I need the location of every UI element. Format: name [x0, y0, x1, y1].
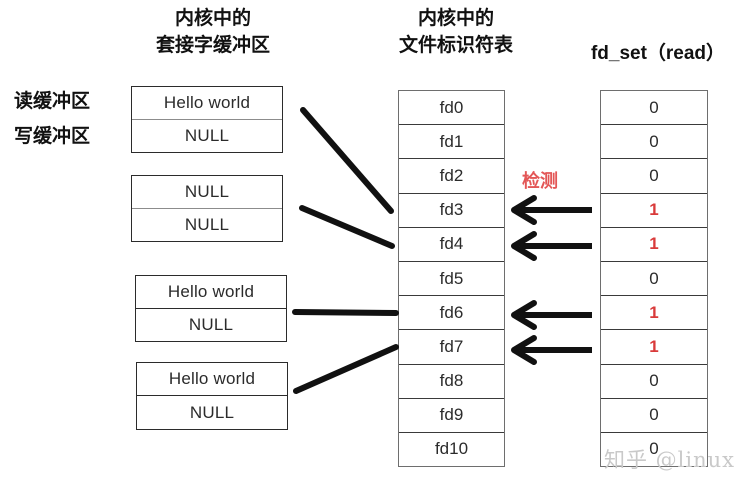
fd-table-row: fd4 [399, 228, 504, 262]
socket-buffer-read-cell: Hello world [136, 276, 286, 309]
arrow-head-fd6 [511, 300, 537, 330]
socket-buffer-read-cell: Hello world [132, 87, 282, 120]
socket-buffer-box: NULL NULL [131, 175, 283, 242]
connector-line-buffer3-fd6 [292, 309, 399, 316]
socket-buffer-write-cell: NULL [184, 214, 230, 234]
arrow-head-fd4 [511, 231, 537, 261]
fd-table-row: fd6 [399, 296, 504, 331]
watermark: 知乎 @linux [604, 448, 736, 472]
fd-set-row: 1 [601, 228, 707, 262]
fd-table-row: fd7 [399, 330, 504, 365]
fd-set-row: 0 [601, 125, 707, 160]
fd-set-row: 1 [601, 296, 707, 331]
fd-set-row: 0 [601, 91, 707, 126]
heading-fd-table-line1: 内核中的 [417, 8, 494, 29]
fd-set-row: 0 [601, 262, 707, 297]
socket-buffer-write-cell: NULL [188, 314, 234, 334]
label-write-buffer: 写缓冲区 [14, 126, 91, 147]
fd-set-row: 0 [601, 159, 707, 194]
heading-fd-set-title: fd_set（read） [590, 43, 726, 64]
fd-table-row: fd8 [399, 365, 504, 399]
heading-fd-set: fd_set（read） [578, 40, 738, 67]
socket-buffer-box: Hello world NULL [135, 275, 287, 342]
fd-table-row: fd3 [399, 194, 504, 228]
socket-buffer-write-cell: NULL [184, 125, 230, 145]
label-read-buffer: 读缓冲区 [14, 91, 91, 112]
fd-set-row: 0 [649, 439, 659, 459]
socket-buffer-read-cell: Hello world [137, 363, 287, 396]
fd-set-row: 1 [601, 194, 707, 228]
detect-label: 检测 [522, 171, 558, 191]
heading-socket-buffer: 内核中的 套接字缓冲区 [128, 5, 298, 59]
connector-line-buffer4-fd7 [293, 344, 399, 394]
fd-table-row: fd0 [399, 91, 504, 126]
socket-buffer-box: Hello world NULL [131, 86, 283, 153]
heading-fd-table-line2: 文件标识符表 [398, 35, 513, 56]
connector-line-buffer1-fd3 [300, 107, 394, 214]
socket-buffer-write-cell: NULL [189, 402, 235, 422]
socket-buffer-box: Hello world NULL [136, 362, 288, 430]
fd-set-row: 1 [601, 330, 707, 365]
fd-table-row: fd10 [434, 439, 469, 459]
heading-fd-table: 内核中的 文件标识符表 [386, 5, 526, 59]
fd-table-row: fd2 [399, 159, 504, 194]
arrow-head-fd3 [511, 195, 537, 225]
heading-socket-buffer-line2: 套接字缓冲区 [155, 35, 270, 56]
arrow-head-fd7 [511, 335, 537, 365]
fd-table-row: fd1 [399, 125, 504, 160]
connector-line-buffer2-fd4 [299, 205, 395, 249]
fd-set-row: 0 [601, 365, 707, 399]
fd-set-row: 0 [601, 399, 707, 433]
socket-buffer-read-cell: NULL [132, 176, 282, 209]
fd-table-row: fd9 [399, 399, 504, 433]
heading-socket-buffer-line1: 内核中的 [174, 8, 251, 29]
fd-table-row: fd5 [399, 262, 504, 297]
